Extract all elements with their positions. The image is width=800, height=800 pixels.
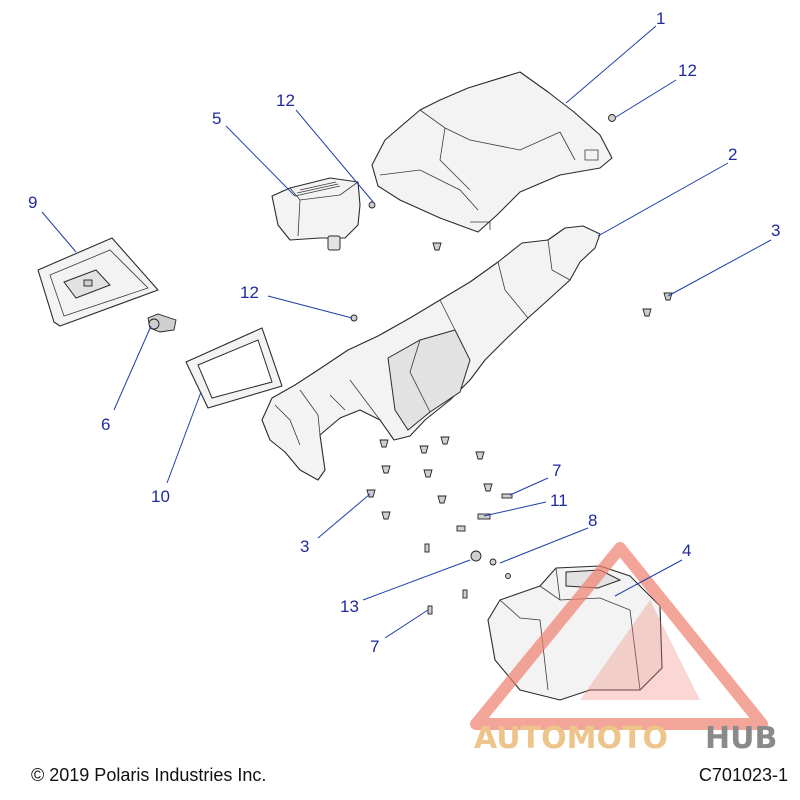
callout-13: 13 [340, 597, 359, 616]
watermark-text-secondary: HUB [705, 721, 777, 756]
callout-3-right: 3 [771, 221, 780, 240]
callout-12-upper: 12 [276, 91, 295, 110]
callout-3-left: 3 [300, 537, 309, 556]
callout-1: 1 [656, 9, 665, 28]
callout-7-lower: 7 [370, 637, 379, 656]
callout-4: 4 [682, 541, 691, 560]
callout-2: 2 [728, 145, 737, 164]
part-1-dash-cover [371, 71, 613, 233]
callout-6: 6 [101, 415, 110, 434]
callout-5: 5 [212, 109, 221, 128]
copyright-notice: © 2019 Polaris Industries Inc. [31, 765, 267, 785]
callout-10: 10 [151, 487, 170, 506]
callout-11: 11 [550, 491, 568, 510]
leader-lines [41, 25, 772, 639]
hardware-fasteners [350, 114, 673, 615]
callout-12-top-right: 12 [678, 61, 697, 80]
part-2-dash-frame [261, 225, 601, 481]
callout-labels: 1 12 12 5 2 3 9 12 6 10 7 11 3 8 4 13 7 [28, 9, 780, 656]
callout-9: 9 [28, 193, 37, 212]
watermark-text-primary: AUTOMOTO [474, 721, 668, 756]
diagram-id: C701023-1 [698, 765, 788, 785]
watermark-logo: AUTOMOTO HUB [470, 542, 777, 756]
part-4-storage-bin [487, 565, 663, 701]
callout-7-upper: 7 [552, 461, 561, 480]
part-5-gauge-housing [271, 177, 361, 251]
callout-12-middle: 12 [240, 283, 259, 302]
part-10-gasket [185, 327, 283, 409]
part-6-latch [147, 313, 177, 333]
part-9-glovebox-door [37, 237, 159, 327]
callout-8: 8 [588, 511, 597, 530]
